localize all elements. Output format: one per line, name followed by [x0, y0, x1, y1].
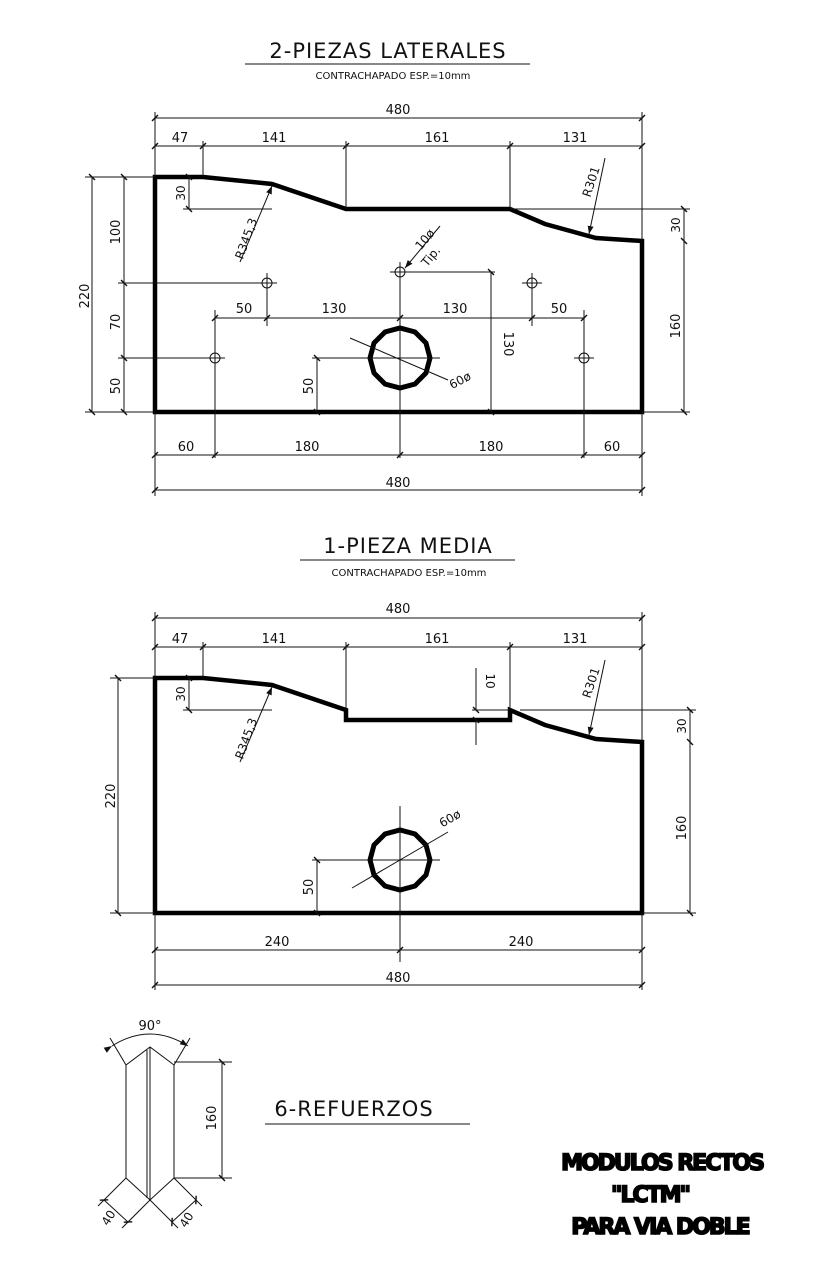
- stamp-line-1: MODULOS RECTOS: [561, 1151, 764, 1176]
- dim-right-160: 160: [675, 816, 690, 841]
- dim-slope-30: 30: [174, 686, 188, 701]
- part-c-title: 6-REFUERZOS: [274, 1097, 433, 1121]
- dim-bot-180a: 180: [295, 440, 320, 455]
- dim-height-160: 160: [205, 1106, 220, 1131]
- dim-bot-240b: 240: [509, 935, 534, 950]
- dim-161: 161: [425, 131, 450, 146]
- part-b-right-dims: [520, 706, 696, 917]
- dim-161: 161: [425, 632, 450, 647]
- dim-slope-30: 30: [174, 185, 188, 200]
- reinforcement-shape: [97, 1033, 232, 1229]
- stamp-line-2: "LCTM": [611, 1183, 690, 1208]
- part-b-material: CONTRACHAPADO ESP.=10mm: [332, 568, 487, 579]
- part-b-title: 1-PIEZA MEDIA: [323, 534, 493, 558]
- dim-70: 70: [109, 314, 124, 331]
- dim-141: 141: [262, 632, 287, 647]
- dim-141: 141: [262, 131, 287, 146]
- dim-r-right: R301: [580, 165, 603, 199]
- part-b-top-dims: [151, 612, 646, 742]
- dim-130a: 130: [322, 302, 347, 317]
- part-a-center-marks: [205, 262, 594, 458]
- dim-bot-240a: 240: [265, 935, 290, 950]
- dim-131: 131: [563, 131, 588, 146]
- leader-r-left: [239, 185, 273, 263]
- part-a-hole-dims: [211, 268, 588, 416]
- part-b-bottom-dims: [151, 913, 646, 990]
- part-c-refuerzos: 90° 160 40 40 6-REFUERZOS: [97, 1019, 470, 1230]
- part-a-right-dims: [510, 205, 690, 416]
- dim-130b: 130: [443, 302, 468, 317]
- part-a-top-dims: [151, 112, 646, 241]
- dim-100: 100: [109, 220, 124, 245]
- dim-hole-big: 60ø: [437, 807, 464, 830]
- dim-r-left: R345,3: [232, 716, 260, 761]
- stamp-line-3: PARA VIA DOBLE: [571, 1215, 749, 1240]
- dim-bot-60b: 60: [604, 440, 621, 455]
- part-b-left-dims: [110, 674, 272, 917]
- title-stamp: MODULOS RECTOS "LCTM" PARA VIA DOBLE: [560, 1150, 767, 1241]
- dim-overall-top: 480: [386, 602, 411, 617]
- part-b-media: 1-PIEZA MEDIA CONTRACHAPADO ESP.=10mm 48…: [104, 534, 696, 990]
- dim-v-130: 130: [500, 332, 515, 357]
- dim-47: 47: [172, 131, 189, 146]
- dim-r-right: R301: [580, 666, 603, 700]
- dim-bot-60a: 60: [178, 440, 195, 455]
- dim-hole-50: 50: [302, 378, 317, 395]
- dim-right-160: 160: [669, 314, 684, 339]
- dim-right-30: 30: [669, 217, 683, 232]
- part-a-outline: [152, 174, 645, 415]
- dim-131: 131: [563, 632, 588, 647]
- dim-r-left: R345,3: [232, 216, 260, 261]
- dim-overall-bottom: 480: [386, 476, 411, 491]
- part-b-notch-dim: [472, 668, 510, 745]
- dim-overall-top: 480: [386, 103, 411, 118]
- dim-overall-bottom: 480: [386, 971, 411, 986]
- part-a-bottom-dims: [151, 412, 646, 496]
- part-a-left-dims: [85, 173, 272, 416]
- leader-r-right: [587, 157, 606, 235]
- dim-hole-50: 50: [302, 879, 317, 896]
- part-a-title: 2-PIEZAS LATERALES: [269, 39, 506, 63]
- dim-50a: 50: [236, 302, 253, 317]
- dim-220: 220: [78, 284, 93, 309]
- leader-small-hole: [404, 225, 441, 269]
- dim-hole-big: 60ø: [447, 369, 474, 392]
- dim-220: 220: [104, 784, 119, 809]
- part-a-laterales: 2-PIEZAS LATERALES CONTRACHAPADO ESP.=10…: [78, 39, 690, 496]
- dim-50b: 50: [551, 302, 568, 317]
- part-a-material: CONTRACHAPADO ESP.=10mm: [316, 71, 471, 82]
- dim-notch-10: 10: [483, 673, 497, 688]
- dim-angle: 90°: [138, 1019, 161, 1034]
- leader-r-right: [587, 659, 606, 736]
- dim-bot-180b: 180: [479, 440, 504, 455]
- dim-50: 50: [109, 378, 124, 395]
- part-b-outline: [152, 675, 645, 916]
- dim-47: 47: [172, 632, 189, 647]
- dim-leg-a: 40: [99, 1208, 119, 1228]
- part-b-center-marks: [312, 806, 449, 962]
- dim-leg-b: 40: [177, 1210, 197, 1230]
- leader-r-left: [239, 686, 273, 763]
- dim-right-30: 30: [675, 718, 689, 733]
